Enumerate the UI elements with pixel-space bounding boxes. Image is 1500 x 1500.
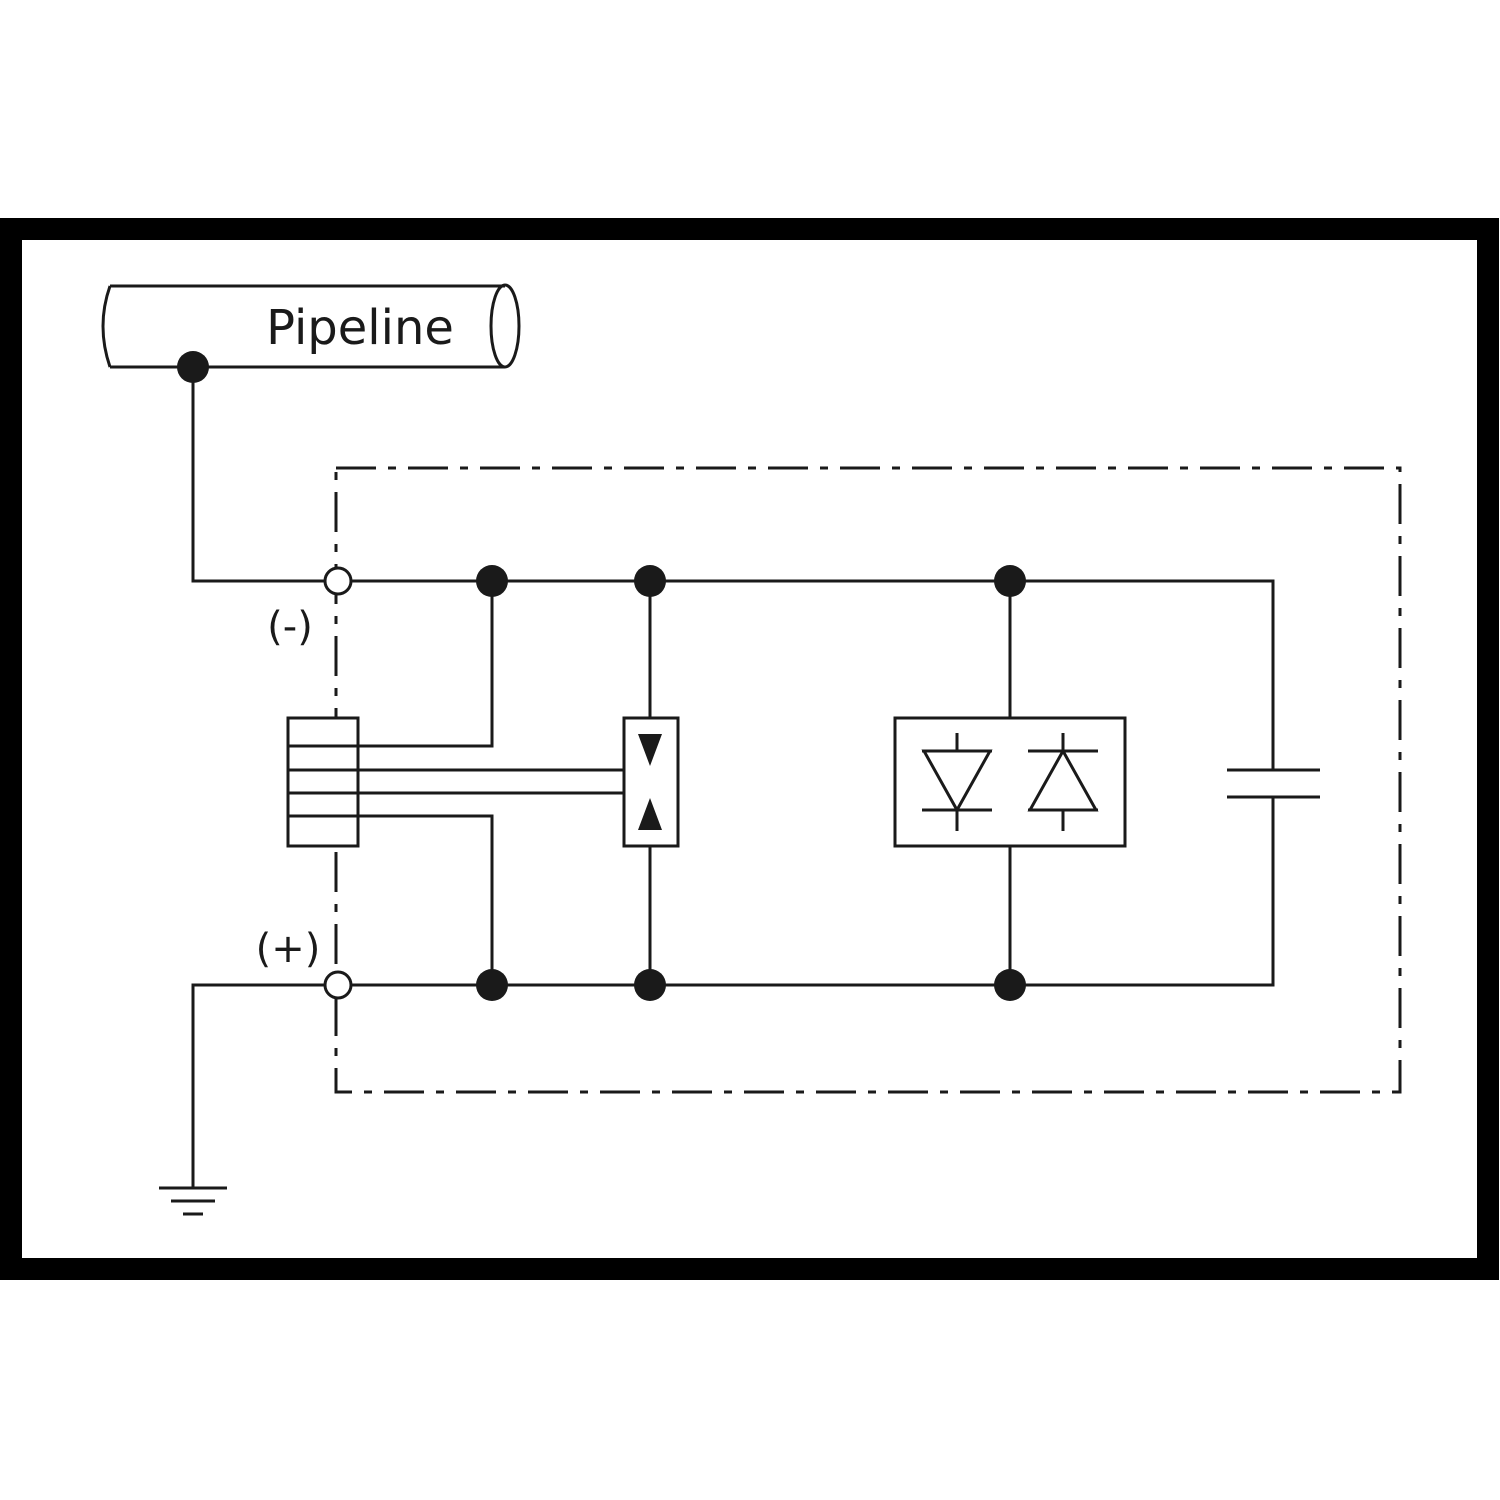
- pipeline-icon: [101, 283, 521, 369]
- ground-icon: [159, 1186, 227, 1216]
- spark-gap: [622, 716, 680, 848]
- junction-dot: [634, 565, 666, 597]
- wiring: [191, 367, 1275, 1188]
- positive-terminal-label: (+): [256, 926, 321, 972]
- negative-terminal-label: (-): [267, 604, 313, 650]
- outer-frame: [0, 218, 1499, 1280]
- pipeline-label: Pipeline: [266, 300, 454, 356]
- anti-parallel-diodes: [893, 716, 1127, 848]
- junction-dot: [994, 969, 1026, 1001]
- terminal-negative: [323, 566, 353, 596]
- spark-gap-arrow-up: [638, 798, 662, 830]
- junction-dot: [177, 351, 209, 383]
- junction-dot: [994, 565, 1026, 597]
- junction-dots: [177, 351, 1026, 1001]
- spark-gap-arrow-down: [638, 734, 662, 766]
- junction-dot: [476, 565, 508, 597]
- capacitor: [1227, 768, 1320, 799]
- junction-dot: [476, 969, 508, 1001]
- connector-block: [286, 716, 360, 848]
- terminal-positive: [323, 970, 353, 1000]
- junction-dot: [634, 969, 666, 1001]
